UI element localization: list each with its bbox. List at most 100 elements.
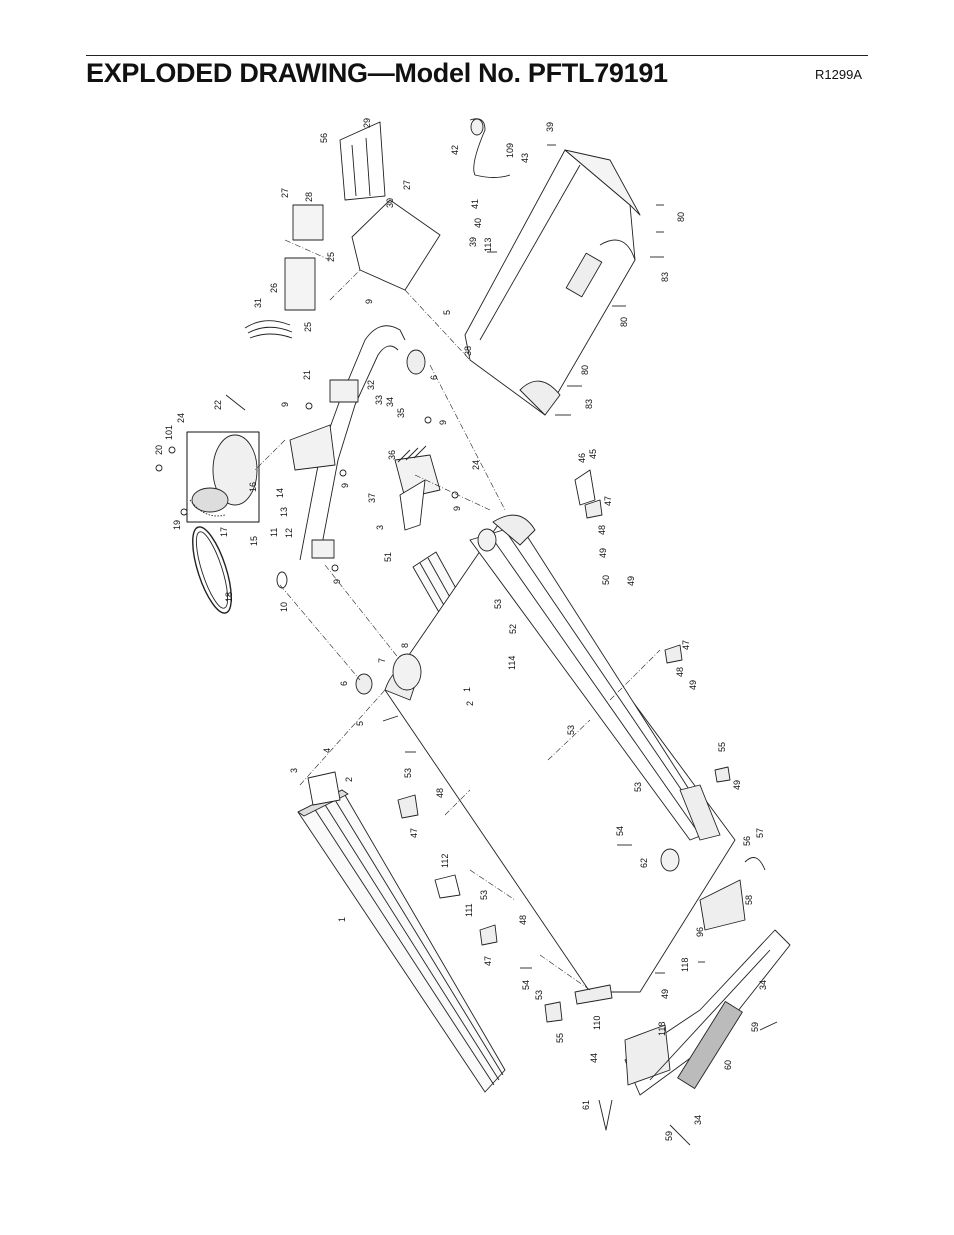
callout-20: 20 xyxy=(154,445,164,455)
callout-55: 55 xyxy=(717,742,727,752)
callout-46: 46 xyxy=(577,453,587,463)
small-brackets xyxy=(307,469,731,1023)
callout-52: 52 xyxy=(508,624,518,634)
callout-35: 35 xyxy=(396,408,406,418)
callout-6: 6 xyxy=(339,681,349,686)
callout-114: 114 xyxy=(507,656,517,670)
callout-54: 54 xyxy=(521,980,531,990)
callout-9: 9 xyxy=(332,579,342,584)
callout-80: 80 xyxy=(580,365,590,375)
callout-51: 51 xyxy=(383,552,393,562)
callout-59: 59 xyxy=(664,1131,674,1141)
callout-11: 11 xyxy=(269,528,279,537)
callout-15: 15 xyxy=(249,536,259,546)
callout-29: 29 xyxy=(362,118,372,128)
callout-34: 34 xyxy=(385,397,395,407)
callout-12: 12 xyxy=(284,528,294,538)
callout-14: 14 xyxy=(275,488,285,498)
drawing-code: R1299A xyxy=(815,67,862,82)
callout-83: 83 xyxy=(584,399,594,409)
callout-24: 24 xyxy=(471,460,481,470)
callout-39: 39 xyxy=(468,237,478,247)
motor-hood xyxy=(464,149,641,416)
callout-49: 49 xyxy=(660,989,670,999)
callout-19: 19 xyxy=(172,520,182,530)
callout-53: 53 xyxy=(493,599,503,609)
callout-9: 9 xyxy=(452,506,462,511)
page-title: EXPLODED DRAWING—Model No. PFTL79191 xyxy=(86,58,668,88)
callout-16: 16 xyxy=(248,482,258,492)
controller-plate xyxy=(244,121,441,339)
callout-54: 54 xyxy=(615,826,625,836)
callout-118: 118 xyxy=(680,958,690,972)
callout-4: 4 xyxy=(322,748,332,753)
part-callouts: 1 1 2 2 3 3 4 5 5 6 6 7 8 9 9 9 9 9 9 10… xyxy=(154,118,768,1141)
idler-bracket xyxy=(355,349,441,695)
drive-motor xyxy=(186,431,260,523)
callout-48: 48 xyxy=(675,667,685,677)
assembly-lines xyxy=(254,239,661,991)
callout-32: 32 xyxy=(366,380,376,390)
callout-53: 53 xyxy=(479,890,489,900)
callout-18: 18 xyxy=(224,592,234,602)
callout-38: 38 xyxy=(463,346,473,356)
callout-21: 21 xyxy=(302,370,312,380)
callout-40: 40 xyxy=(473,218,483,228)
callout-96: 96 xyxy=(695,927,705,937)
callout-49: 49 xyxy=(732,780,742,790)
callout-30: 30 xyxy=(385,198,395,208)
callout-47: 47 xyxy=(409,828,419,838)
callout-47: 47 xyxy=(603,496,613,506)
callout-25: 25 xyxy=(326,252,336,262)
callout-10: 10 xyxy=(279,602,289,612)
callout-61: 61 xyxy=(581,1100,591,1110)
callout-45: 45 xyxy=(588,449,598,459)
callout-25: 25 xyxy=(303,322,313,332)
rear-endcaps xyxy=(624,879,791,1096)
callout-48: 48 xyxy=(597,525,607,535)
callout-27: 27 xyxy=(280,188,290,198)
callout-2: 2 xyxy=(465,701,475,706)
callout-26: 26 xyxy=(269,283,279,293)
callout-9: 9 xyxy=(280,402,290,407)
callout-53: 53 xyxy=(534,990,544,1000)
callout-9: 9 xyxy=(364,299,374,304)
callout-80: 80 xyxy=(676,212,686,222)
callout-44: 44 xyxy=(589,1053,599,1063)
callout-112: 112 xyxy=(440,854,450,868)
callout-7: 7 xyxy=(377,658,387,663)
callout-34: 34 xyxy=(758,980,768,990)
callout-101: 101 xyxy=(164,425,174,440)
callout-27: 27 xyxy=(402,180,412,190)
callout-1: 1 xyxy=(462,687,472,692)
callout-31: 31 xyxy=(253,298,263,308)
callout-57: 57 xyxy=(755,828,765,838)
callout-36: 36 xyxy=(387,450,397,460)
callout-3: 3 xyxy=(289,768,299,773)
callout-5: 5 xyxy=(442,310,452,315)
callout-56: 56 xyxy=(742,836,752,846)
side-rail-left xyxy=(297,789,506,1093)
callout-111: 111 xyxy=(464,903,474,917)
callout-13: 13 xyxy=(279,507,289,517)
callout-48: 48 xyxy=(518,915,528,925)
callout-53: 53 xyxy=(403,768,413,778)
callout-9: 9 xyxy=(438,420,448,425)
callout-55: 55 xyxy=(555,1033,565,1043)
treadmill-frame xyxy=(384,514,736,1005)
callout-60: 60 xyxy=(723,1060,733,1070)
drive-belt xyxy=(192,526,232,614)
callout-5: 5 xyxy=(355,721,365,726)
callout-109: 109 xyxy=(505,143,515,158)
callout-28: 28 xyxy=(304,192,314,202)
callout-49: 49 xyxy=(598,548,608,558)
callout-48: 48 xyxy=(435,788,445,798)
callout-47: 47 xyxy=(681,640,691,650)
callout-6: 6 xyxy=(429,375,439,380)
callout-41: 41 xyxy=(470,199,480,209)
callout-62: 62 xyxy=(639,858,649,868)
callout-49: 49 xyxy=(688,680,698,690)
callout-47: 47 xyxy=(483,956,493,966)
callout-50: 50 xyxy=(601,575,611,585)
